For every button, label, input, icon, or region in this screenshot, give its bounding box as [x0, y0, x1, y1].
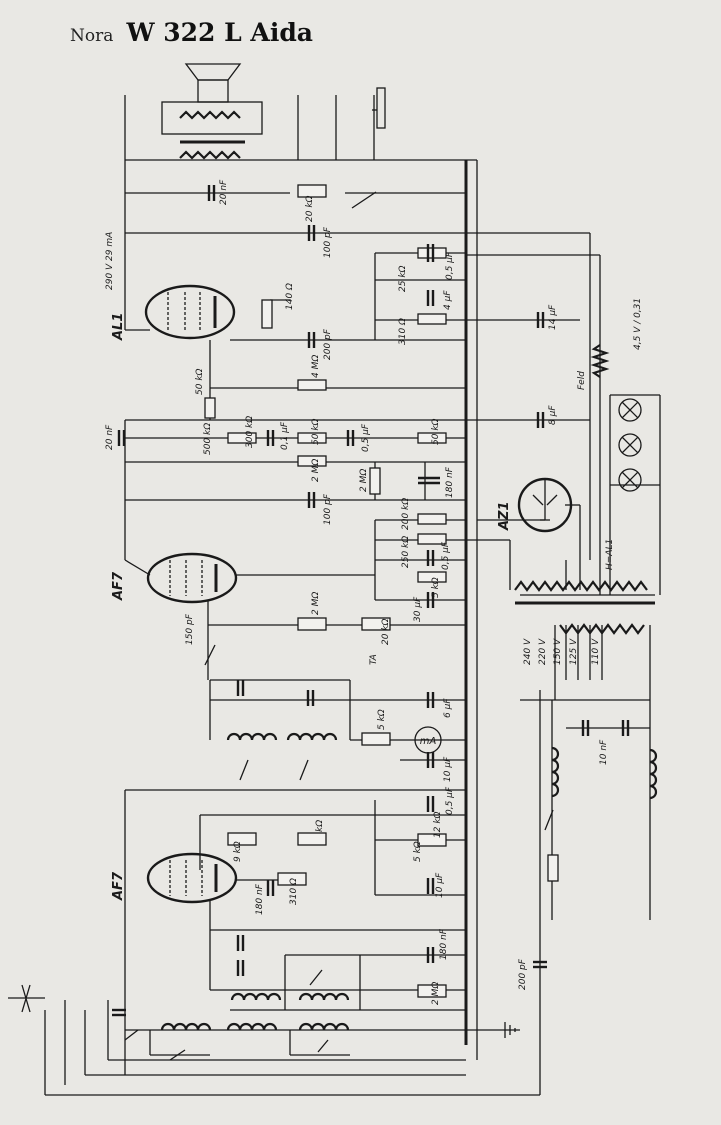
- c-100pf-a: 100 pF: [323, 226, 333, 258]
- c-200pf-b: 200 pF: [518, 958, 528, 990]
- brand-name: Nora: [70, 26, 114, 46]
- r-50k-b: 50 kΩ: [311, 418, 321, 445]
- mains-tap-0: 240 V: [523, 638, 533, 665]
- capacitors: [112, 185, 630, 1017]
- r-kpot: kΩ: [315, 820, 325, 832]
- c-200pf-a: 200 pF: [323, 328, 333, 360]
- r-5k-c: 5 kΩ: [413, 841, 423, 862]
- mains-tap-3: 125 V: [569, 638, 579, 665]
- switches: [124, 191, 554, 1061]
- c-180nf-a: 180 nF: [445, 466, 455, 498]
- tube-af7-rf-icon: [146, 852, 238, 904]
- pilot-lamp-label: 4,5 V / 0,31: [633, 298, 643, 350]
- c-180nf-b: 180 nF: [255, 883, 265, 915]
- r-20k-b: 20 kΩ: [381, 618, 391, 645]
- pickup-label: TA: [369, 654, 379, 665]
- c-180nf-c: 180 nF: [439, 928, 449, 960]
- mains-tap-1: 220 V: [538, 638, 548, 665]
- r-50k-c: 50 kΩ: [431, 418, 441, 445]
- r-2m-c: 2 MΩ: [311, 592, 321, 615]
- c-150pf: 150 pF: [185, 613, 195, 645]
- coils: [160, 732, 658, 1031]
- r-300k: 300 kΩ: [245, 416, 255, 448]
- r-2m-d: 2 MΩ: [431, 982, 441, 1005]
- c-05uf-d: 0,5 µF: [445, 786, 455, 815]
- power-transformer-icon: [514, 580, 655, 700]
- r-5k-a: 5 kΩ: [431, 577, 441, 598]
- mains-tap-4: 110 V: [591, 638, 601, 665]
- c-01uf: 0,1 µF: [280, 421, 290, 450]
- c-10nf: 10 nF: [599, 739, 609, 765]
- mains-tap-2: 150 V: [553, 638, 563, 665]
- title-block: Nora W 322 L Aida: [70, 18, 313, 47]
- r-200k: 200 kΩ: [401, 498, 411, 530]
- meter-label: mA: [420, 736, 437, 747]
- tube-al1-icon: [144, 284, 236, 340]
- r-500k: 500 kΩ: [203, 423, 213, 455]
- r-25k: 25 kΩ: [398, 265, 408, 292]
- c-6uf: 6 µF: [443, 698, 453, 718]
- r-310-a: 310 Ω: [398, 318, 408, 345]
- tube-label-af7-rf: AF7: [111, 871, 126, 901]
- heater-label: H=AL1: [605, 539, 615, 570]
- c-20nf-top: 20 nF: [219, 179, 229, 205]
- wiring: [44, 95, 661, 1096]
- c-8uf: 8 µF: [548, 405, 558, 425]
- ground-icon: [504, 1022, 516, 1038]
- antenna-icon: [8, 984, 45, 1013]
- r-2m-a: 2 MΩ: [311, 459, 321, 482]
- r-140: 140 Ω: [285, 283, 295, 310]
- field-coil-icon: [590, 344, 610, 378]
- milliammeter: mA: [414, 726, 442, 754]
- labels: AL1 AF7 AF7 AZ1 290 V 29 mA 4,5 V / 0,31…: [105, 179, 643, 1005]
- r-4m: 4 MΩ: [311, 355, 321, 378]
- c-30uf: 30 µF: [413, 596, 423, 622]
- c-10uf-a: 10 µF: [443, 756, 453, 782]
- r-12k: 12 kΩ: [433, 811, 443, 838]
- c-4uf: 4 µF: [443, 290, 453, 310]
- c-05uf-c: 0,5 µF: [441, 541, 451, 570]
- c-10uf-b: 10 µF: [435, 872, 445, 898]
- tube-label-az1: AZ1: [497, 501, 512, 531]
- model-name: W 322 L Aida: [126, 18, 313, 47]
- pilot-lamp-icons: [618, 398, 642, 492]
- r-50k-a: 50 kΩ: [195, 368, 205, 395]
- loudspeaker-icon: [161, 63, 263, 160]
- c-14uf: 14 µF: [548, 304, 558, 330]
- field-label: Feld: [577, 371, 587, 390]
- tube-az1-icon: [517, 477, 573, 533]
- r-9k: 9 kΩ: [233, 841, 243, 862]
- r-5k-b: 5 kΩ: [377, 709, 387, 730]
- tube-label-al1: AL1: [111, 313, 126, 341]
- r-20k-top: 20 kΩ: [305, 195, 315, 222]
- r-310-b: 310 Ω: [289, 878, 299, 905]
- tube-label-af7-driver: AF7: [111, 571, 126, 601]
- tube-af7-driver-icon: [146, 552, 238, 604]
- extension-speaker-terminal-icon: [372, 87, 386, 129]
- anode-current-label: 290 V 29 mA: [105, 232, 115, 290]
- r-2m-b: 2 MΩ: [359, 469, 369, 492]
- c-20nf-left: 20 nF: [105, 424, 115, 450]
- c-100pf-b: 100 pF: [323, 493, 333, 525]
- c-05uf-a: 0,5 µF: [445, 251, 455, 280]
- c-05uf-b: 0,5 µF: [361, 423, 371, 452]
- resistors: [204, 184, 559, 998]
- r-250k: 250 kΩ: [401, 536, 411, 568]
